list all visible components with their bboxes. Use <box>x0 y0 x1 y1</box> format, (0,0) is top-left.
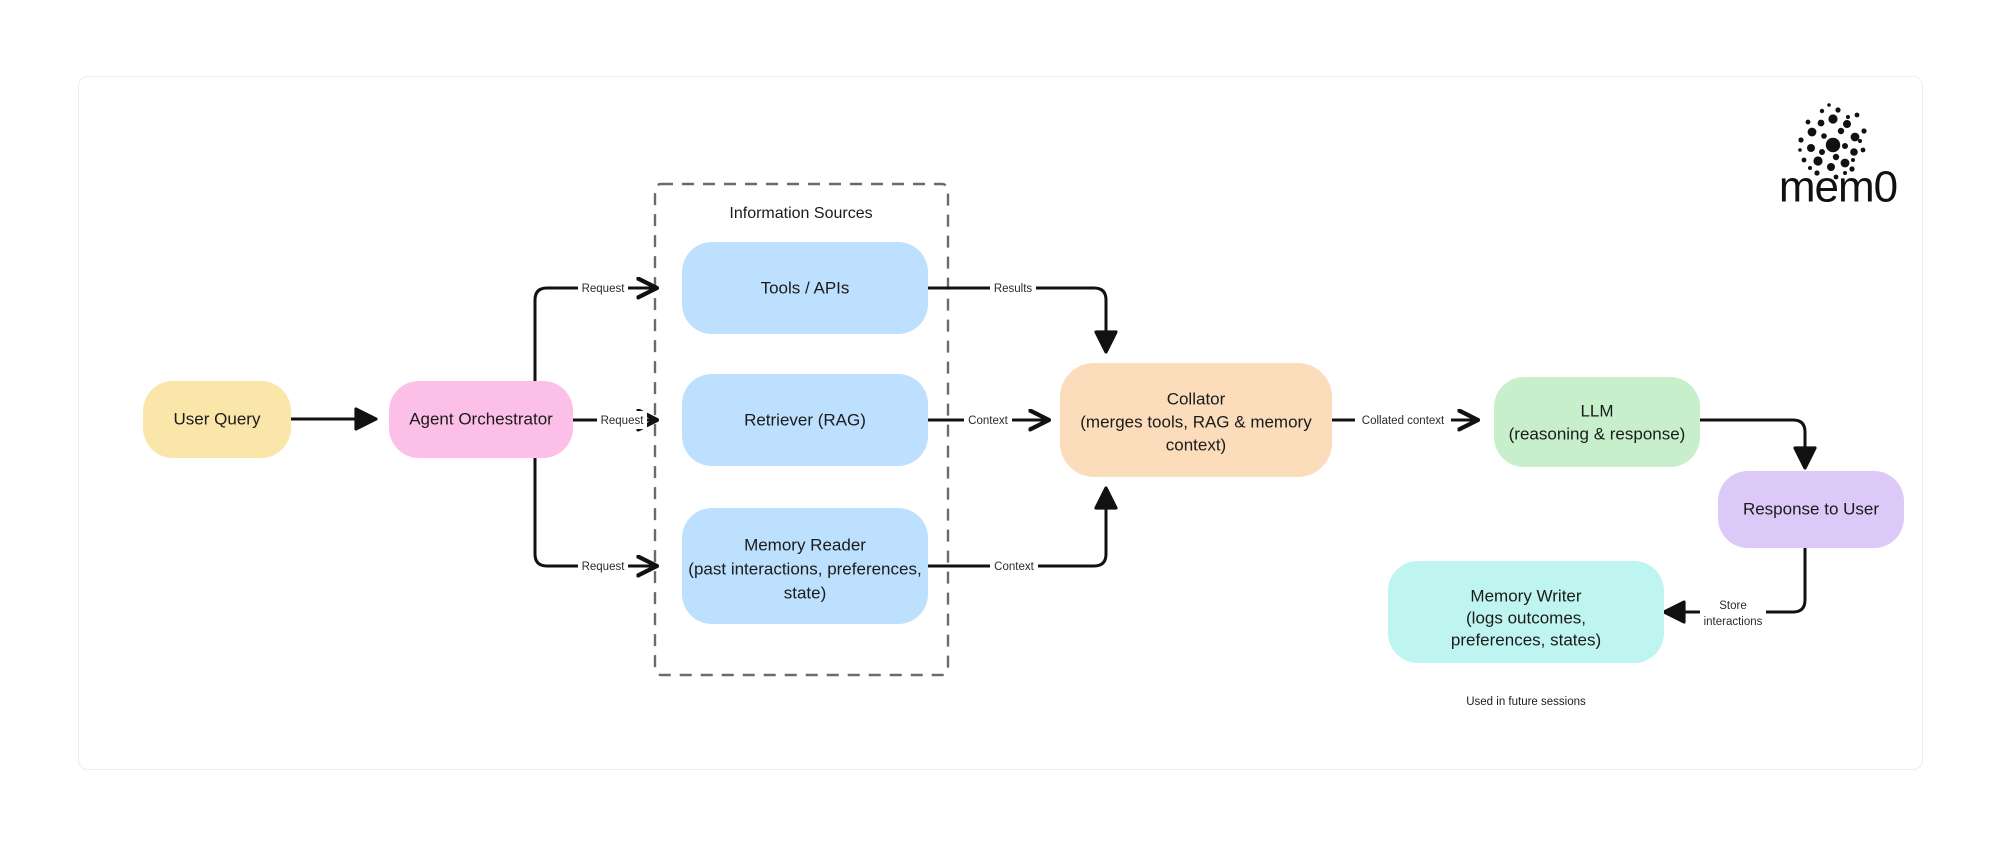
node-user-query-label: User Query <box>174 409 261 428</box>
edge-label-memory-reader-to-collator: Context <box>994 561 1034 573</box>
note-used-in-future-sessions: Used in future sessions <box>1466 696 1586 708</box>
node-collator[interactable]: Collator (merges tools, RAG & memory con… <box>1060 363 1332 477</box>
node-tools-apis-shape[interactable] <box>682 242 928 334</box>
edge-label-retriever-to-collator: Context <box>968 415 1008 427</box>
edge-label-bg-collator-llm <box>1355 411 1451 429</box>
node-response-to-user-label: Response to User <box>1743 499 1879 518</box>
edge-label-agent-to-retriever: Request <box>601 415 645 427</box>
edge-tools-to-collator <box>925 286 1118 354</box>
mem0-wordmark: mem0 <box>1779 163 1897 212</box>
node-memory-writer-label-line3: preferences, states) <box>1451 630 1601 649</box>
node-memory-reader-label-line3: state) <box>784 583 827 602</box>
node-memory-writer[interactable]: Memory Writer (logs outcomes, preference… <box>1388 561 1664 663</box>
node-agent-orchestrator[interactable]: Agent Orchestrator <box>389 381 573 458</box>
edge-llm-to-response <box>1682 418 1817 470</box>
node-llm-shape[interactable] <box>1494 377 1700 467</box>
edge-label-bg-store-interactions <box>1700 598 1766 630</box>
edge-label-bg-memory-collator <box>990 557 1038 575</box>
node-response-to-user[interactable]: Response to User <box>1718 471 1904 548</box>
node-tools-apis[interactable]: Tools / APIs <box>682 242 928 334</box>
edge-label-tools-to-collator: Results <box>994 283 1033 295</box>
node-memory-reader-label-line1: Memory Reader <box>744 535 866 554</box>
node-memory-writer-label-line2: (logs outcomes, <box>1466 608 1586 627</box>
node-collator-label-line3: context) <box>1166 435 1226 454</box>
mem0-logo: mem0 <box>1779 103 1898 212</box>
edge-agent-to-memory-reader <box>533 420 656 566</box>
node-response-to-user-shape[interactable] <box>1718 471 1904 548</box>
edge-label-agent-to-memory-reader: Request <box>582 561 626 573</box>
edge-label-agent-to-tools: Request <box>582 283 626 295</box>
edge-label-bg-agent-retriever <box>597 411 647 429</box>
node-memory-reader-label-line2: (past interactions, preferences, <box>688 559 921 578</box>
node-user-query-shape[interactable] <box>143 381 291 458</box>
information-sources-title: Information Sources <box>729 205 872 222</box>
node-memory-writer-shape[interactable] <box>1388 561 1664 663</box>
edge-label-bg-agent-tools <box>578 279 628 297</box>
node-llm[interactable]: LLM (reasoning & response) <box>1494 377 1700 467</box>
node-retriever-rag-shape[interactable] <box>682 374 928 466</box>
edge-label-bg-agent-memory <box>578 557 628 575</box>
edge-memory-reader-to-collator <box>925 486 1118 568</box>
node-collator-label-line1: Collator <box>1167 389 1226 408</box>
node-agent-orchestrator-label: Agent Orchestrator <box>409 409 553 428</box>
node-collator-shape[interactable] <box>1060 363 1332 477</box>
node-retriever-rag-label: Retriever (RAG) <box>744 410 866 429</box>
edge-label-bg-tools-collator <box>990 279 1036 297</box>
node-collator-label-line2: (merges tools, RAG & memory <box>1080 412 1312 431</box>
node-memory-writer-label-line1: Memory Writer <box>1470 586 1581 605</box>
node-memory-reader[interactable]: Memory Reader (past interactions, prefer… <box>682 508 928 624</box>
particle-burst-icon <box>1798 103 1867 180</box>
node-llm-label-line1: LLM <box>1580 401 1613 420</box>
node-memory-reader-shape[interactable] <box>682 508 928 624</box>
node-llm-label-line2: (reasoning & response) <box>1509 424 1686 443</box>
edge-label-store-interactions-line1: Store <box>1719 600 1747 612</box>
edge-response-to-memory-writer <box>1662 545 1807 624</box>
node-agent-orchestrator-shape[interactable] <box>389 381 573 458</box>
node-user-query[interactable]: User Query <box>143 381 291 458</box>
edge-label-collator-to-llm: Collated context <box>1362 415 1445 427</box>
edge-agent-to-tools <box>533 288 656 420</box>
edge-label-bg-retriever-collator <box>964 411 1012 429</box>
edge-label-store-interactions-line2: interactions <box>1704 616 1763 628</box>
node-retriever-rag[interactable]: Retriever (RAG) <box>682 374 928 466</box>
node-tools-apis-label: Tools / APIs <box>761 278 850 297</box>
